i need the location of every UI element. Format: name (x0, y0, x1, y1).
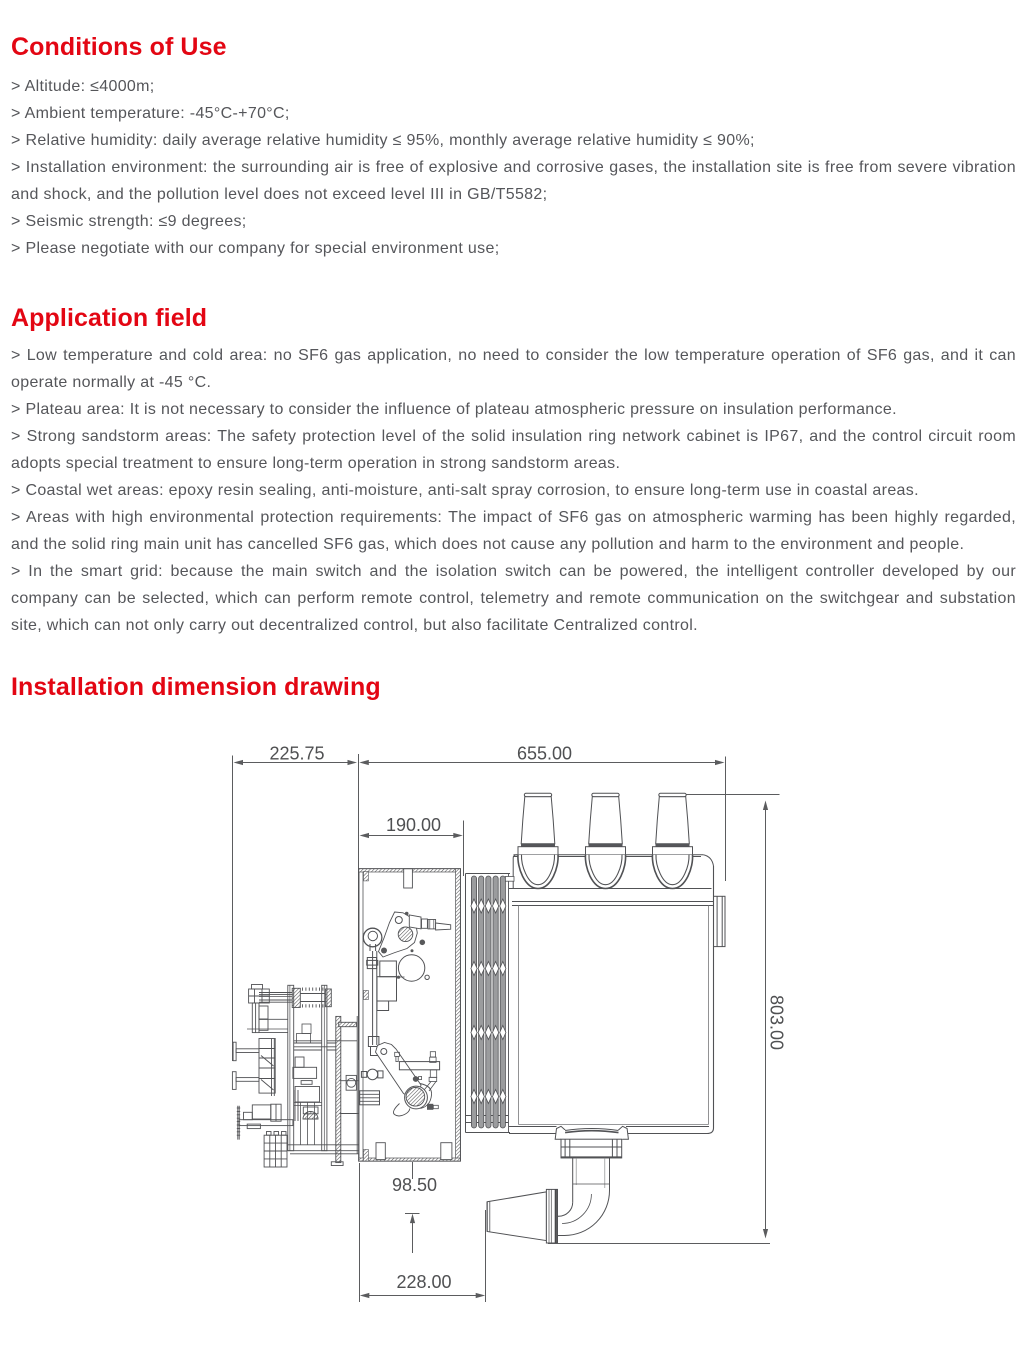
svg-text:803.00: 803.00 (767, 995, 787, 1050)
svg-text:655.00: 655.00 (517, 743, 572, 763)
svg-text:225.75: 225.75 (269, 743, 324, 763)
svg-text:228.00: 228.00 (396, 1272, 451, 1292)
svg-text:98.50: 98.50 (392, 1175, 437, 1195)
svg-text:190.00: 190.00 (386, 815, 441, 835)
